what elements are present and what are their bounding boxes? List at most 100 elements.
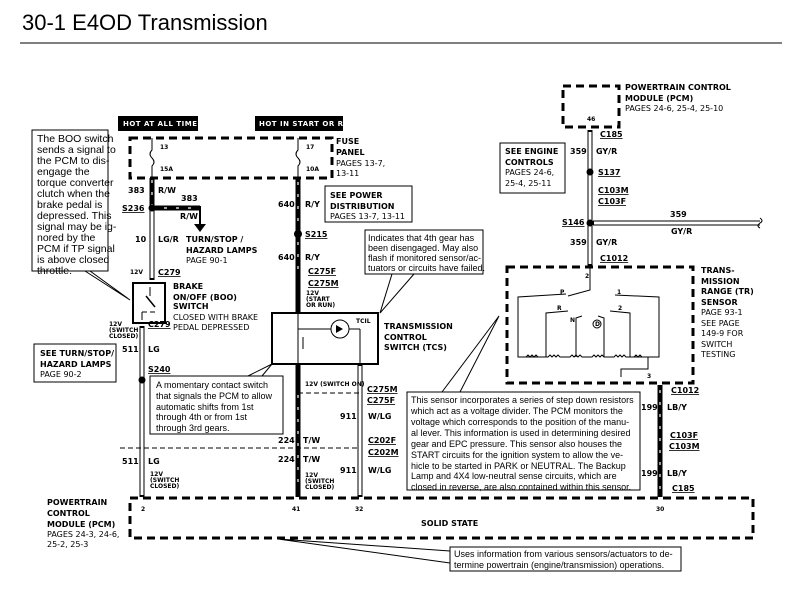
- svg-text:PCM if TP signal: PCM if TP signal: [37, 243, 115, 255]
- svg-text:12V: 12V: [306, 290, 319, 297]
- svg-text:N: N: [570, 317, 575, 324]
- svg-text:The BOO switch: The BOO switch: [37, 133, 114, 145]
- svg-text:3: 3: [647, 373, 651, 380]
- svg-text:(SWITCH: (SWITCH: [109, 327, 138, 334]
- svg-text:383: 383: [128, 186, 145, 195]
- svg-text:torque converter: torque converter: [37, 177, 114, 189]
- svg-text:flash if monitored sensor/ac-: flash if monitored sensor/ac-: [368, 253, 481, 263]
- svg-text:PAGES 13-7, 13-11: PAGES 13-7, 13-11: [330, 212, 405, 221]
- svg-text:PAGES 24-6, 25-4, 25-10: PAGES 24-6, 25-4, 25-10: [625, 104, 723, 113]
- svg-text:S215: S215: [305, 230, 328, 239]
- svg-text:PAGE 93-1: PAGE 93-1: [701, 308, 743, 317]
- svg-text:C103M: C103M: [669, 442, 700, 451]
- svg-text:RANGE (TR): RANGE (TR): [701, 287, 754, 296]
- page-title: 30-1 E4OD Transmission: [22, 10, 268, 35]
- svg-text:640: 640: [278, 200, 295, 209]
- svg-text:PANEL: PANEL: [336, 148, 365, 157]
- svg-text:SENSOR: SENSOR: [701, 298, 738, 307]
- svg-text:GY/R: GY/R: [671, 227, 692, 236]
- svg-text:CLOSED WITH BRAKE: CLOSED WITH BRAKE: [173, 313, 258, 322]
- svg-text:911: 911: [340, 466, 357, 475]
- svg-text:CONTROL: CONTROL: [47, 509, 90, 518]
- svg-text:been disengaged. May also: been disengaged. May also: [368, 243, 478, 253]
- see-engine-controls-box: SEE ENGINE CONTROLS PAGES 24-6, 25-4, 25…: [499, 142, 566, 194]
- svg-text:engage the: engage the: [37, 166, 90, 178]
- svg-text:through 3rd gears.: through 3rd gears.: [156, 423, 230, 433]
- svg-text:PAGES 24-3, 24-6,: PAGES 24-3, 24-6,: [47, 530, 119, 539]
- svg-text:GY/R: GY/R: [596, 238, 617, 247]
- svg-text:359: 359: [570, 238, 587, 247]
- svg-text:13: 13: [160, 144, 168, 151]
- svg-text:2: 2: [585, 273, 589, 280]
- splice-s215: [294, 230, 302, 238]
- svg-text:TURN/STOP /: TURN/STOP /: [186, 235, 243, 244]
- svg-text:25-4, 25-11: 25-4, 25-11: [505, 179, 552, 188]
- svg-text:CONTROLS: CONTROLS: [505, 158, 554, 167]
- svg-text:R/Y: R/Y: [305, 200, 320, 209]
- svg-text:R/W: R/W: [180, 212, 198, 221]
- right-circuit-labels: C185 359 GY/R S137 C103M C103F S146 359 …: [562, 130, 700, 493]
- svg-text:2: 2: [618, 305, 622, 312]
- left-circuit-labels: 383 R/W S236 383 R/W 10 LG/R TURN/STOP /…: [122, 186, 258, 277]
- boo-switch-callout: The BOO switch sends a signal to the PCM…: [31, 129, 131, 301]
- svg-text:224: 224: [278, 436, 295, 445]
- svg-text:SWITCH: SWITCH: [173, 302, 209, 311]
- svg-text:W/LG: W/LG: [368, 412, 391, 421]
- svg-text:C1012: C1012: [671, 386, 699, 395]
- svg-text:POWERTRAIN: POWERTRAIN: [47, 498, 107, 507]
- svg-text:12V: 12V: [305, 472, 318, 479]
- svg-text:C279: C279: [158, 268, 181, 277]
- tr-sensor-callout: This sensor incorporates a series of ste…: [406, 315, 641, 492]
- svg-text:TESTING: TESTING: [700, 350, 735, 359]
- svg-text:depressed. This: depressed. This: [37, 210, 112, 222]
- svg-text:tuators or circuits have faile: tuators or circuits have failed.: [368, 263, 485, 273]
- svg-text:SWITCH (TCS): SWITCH (TCS): [384, 343, 447, 352]
- svg-text:ON/OFF (BOO): ON/OFF (BOO): [173, 293, 237, 302]
- svg-text:that signals the PCM to allow: that signals the PCM to allow: [156, 391, 273, 401]
- svg-text:W/LG: W/LG: [368, 466, 391, 475]
- svg-text:383: 383: [181, 194, 198, 203]
- svg-text:C275M: C275M: [367, 385, 398, 394]
- svg-text:149-9 FOR: 149-9 FOR: [701, 329, 744, 338]
- svg-text:HOT AT ALL TIMES: HOT AT ALL TIMES: [123, 120, 203, 128]
- svg-text:GY/R: GY/R: [596, 147, 617, 156]
- svg-text:1: 1: [617, 289, 621, 296]
- fourth-gear-callout: Indicates that 4th gear has been disenga…: [364, 229, 485, 314]
- svg-text:which act as a voltage divider: which act as a voltage divider. The PCM …: [410, 406, 623, 416]
- right-circuit-wires: [586, 130, 763, 497]
- svg-text:C185: C185: [672, 484, 695, 493]
- svg-text:MISSION: MISSION: [701, 277, 740, 286]
- svg-text:throttle.: throttle.: [37, 265, 72, 277]
- svg-text:25-2, 25-3: 25-2, 25-3: [47, 540, 88, 549]
- svg-text:46: 46: [587, 116, 595, 123]
- svg-text:DISTRIBUTION: DISTRIBUTION: [330, 202, 395, 211]
- svg-text:D: D: [595, 321, 600, 328]
- svg-text:signal may be ig-: signal may be ig-: [37, 221, 117, 233]
- center-circuit-labels: 640 R/Y S215 640 R/Y C275F C275M 12V (ST…: [278, 200, 339, 309]
- svg-text:clutch when the: clutch when the: [37, 188, 110, 200]
- svg-text:359: 359: [570, 147, 587, 156]
- svg-text:START circuits for the ignitio: START circuits for the ignition system t…: [411, 450, 623, 460]
- svg-text:12V: 12V: [150, 471, 163, 478]
- svg-text:C279: C279: [148, 320, 171, 329]
- brake-on-off-switch: BRAKE ON/OFF (BOO) SWITCH CLOSED WITH BR…: [132, 282, 258, 332]
- svg-text:the PCM to dis-: the PCM to dis-: [37, 155, 110, 167]
- svg-text:SOLID STATE: SOLID STATE: [421, 519, 478, 528]
- svg-text:C103F: C103F: [598, 197, 626, 206]
- svg-text:Indicates that 4th gear has: Indicates that 4th gear has: [368, 233, 475, 243]
- svg-text:PEDAL DEPRESSED: PEDAL DEPRESSED: [173, 323, 249, 332]
- svg-text:PAGE 90-2: PAGE 90-2: [40, 370, 82, 379]
- svg-text:sends a signal to: sends a signal to: [37, 144, 116, 156]
- svg-text:CONTROL: CONTROL: [384, 333, 427, 342]
- svg-text:CLOSED): CLOSED): [109, 333, 139, 340]
- svg-text:TRANS-: TRANS-: [701, 266, 735, 275]
- wire-break-icon: [757, 217, 763, 229]
- svg-text:termine powertrain (engine/tra: termine powertrain (engine/transmission)…: [454, 560, 664, 570]
- svg-text:199: 199: [641, 403, 658, 412]
- svg-text:HAZARD LAMPS: HAZARD LAMPS: [40, 360, 112, 369]
- svg-text:15A: 15A: [160, 166, 173, 173]
- svg-text:P: P: [560, 289, 565, 296]
- bottom-pcm-module: 2 41 32 30 SOLID STATE POWERTRAIN CONTRO…: [47, 496, 755, 549]
- svg-text:S137: S137: [598, 168, 620, 177]
